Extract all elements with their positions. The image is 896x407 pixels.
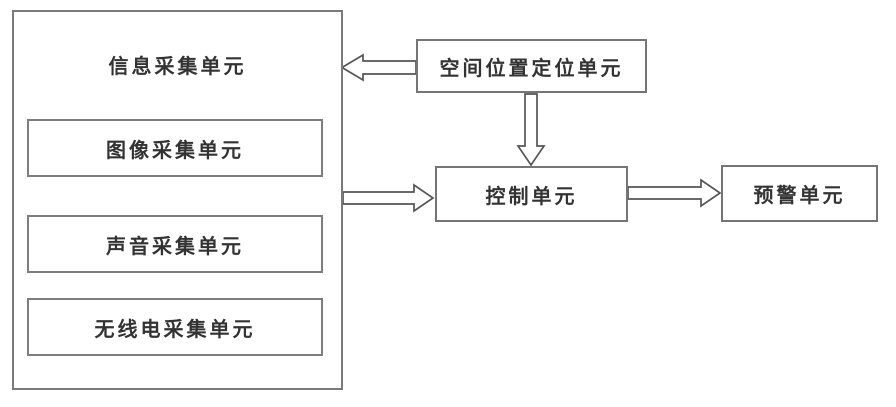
arrow-spatial-to-control <box>516 93 546 167</box>
warning-unit-box: 预警单元 <box>721 165 878 222</box>
radio-collection-unit-label: 无线电采集单元 <box>94 318 256 341</box>
arrow-control-to-warning <box>627 178 722 208</box>
info-collection-unit-box: 信息采集单元 图像采集单元 声音采集单元 无线电采集单元 <box>12 10 343 390</box>
sound-collection-unit-label: 声音采集单元 <box>106 235 244 258</box>
arrow-info-to-control <box>342 183 435 213</box>
control-unit-label: 控制单元 <box>485 185 578 208</box>
control-unit-box: 控制单元 <box>435 166 628 222</box>
info-collection-unit-label: 信息采集单元 <box>108 56 247 78</box>
sound-collection-unit-box: 声音采集单元 <box>27 215 323 273</box>
image-collection-unit-box: 图像采集单元 <box>27 119 323 177</box>
spatial-positioning-unit-label: 空间位置定位单元 <box>439 57 624 80</box>
image-collection-unit-label: 图像采集单元 <box>106 139 244 162</box>
spatial-positioning-unit-box: 空间位置定位单元 <box>416 39 647 93</box>
radio-collection-unit-box: 无线电采集单元 <box>27 298 323 356</box>
arrow-spatial-to-info <box>340 53 417 82</box>
warning-unit-label: 预警单元 <box>753 185 846 207</box>
